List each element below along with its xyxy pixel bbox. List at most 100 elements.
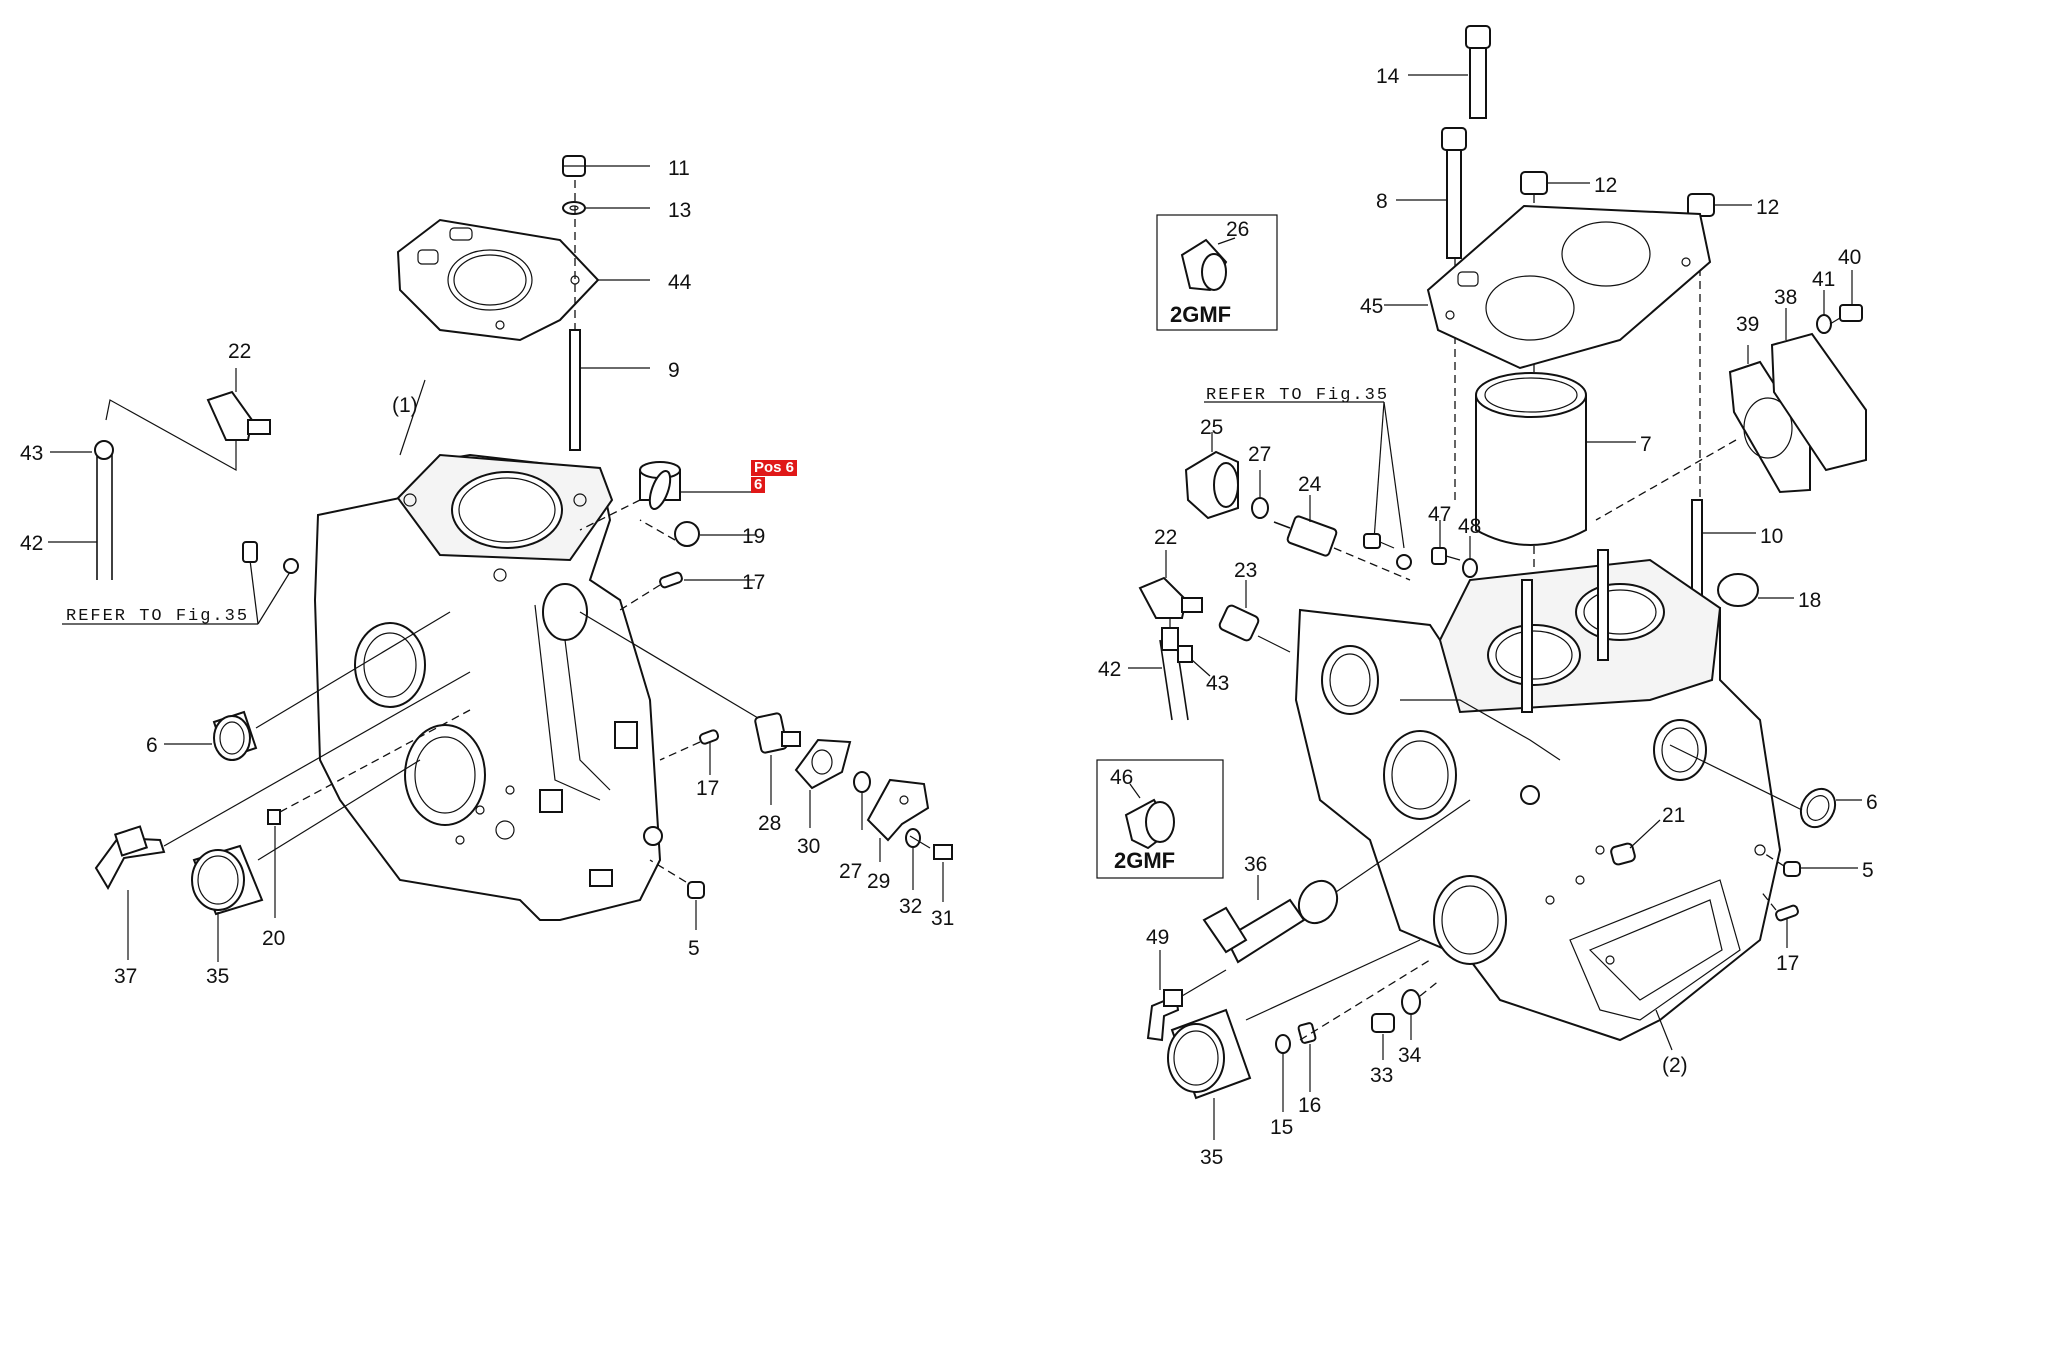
plug-16 [1297, 959, 1431, 1092]
pipe-42-right [1128, 627, 1211, 721]
label-22-right: 22 [1154, 526, 1177, 549]
washer-27-left [853, 771, 871, 830]
label-21: 21 [1662, 804, 1685, 827]
refer-note-right: REFER TO Fig.35 [1206, 386, 1389, 405]
label-49: 49 [1146, 926, 1169, 949]
box1-part-label: 26 [1226, 218, 1249, 241]
bolt-40 [1829, 270, 1863, 325]
label-6-right: 6 [1866, 791, 1878, 814]
label-29: 29 [867, 870, 890, 893]
plug-5-right [1761, 851, 1858, 877]
label-38: 38 [1774, 286, 1797, 309]
box1-model: 2GMF [1170, 302, 1231, 327]
sensor-part [105, 368, 271, 472]
bolt-31 [909, 835, 953, 902]
label-42-left: 42 [20, 532, 43, 555]
plug-21 [1610, 819, 1661, 866]
label-17-left-a: 17 [742, 571, 765, 594]
washer-34 [1401, 979, 1441, 1040]
tee-fitting-37 [94, 671, 471, 960]
label-27-left: 27 [839, 860, 862, 883]
pin-20 [267, 709, 471, 918]
label-14: 14 [1376, 65, 1400, 88]
elbow-49 [1146, 950, 1227, 1042]
label-45: 45 [1360, 295, 1383, 318]
label-43-right: 43 [1206, 672, 1229, 695]
shaft-36 [1202, 799, 1471, 964]
label-17-left-b: 17 [696, 777, 719, 800]
label-39: 39 [1736, 313, 1759, 336]
gasket-30 [794, 738, 852, 828]
position-highlight-number[interactable]: 6 [751, 477, 766, 493]
fitting-28 [579, 611, 801, 805]
position-highlight-title[interactable]: Pos 6 [751, 460, 798, 476]
box2-part-label: 46 [1110, 766, 1133, 789]
label-5-right: 5 [1862, 859, 1874, 882]
fitting-24 [1273, 495, 1411, 581]
plug-18 [1717, 573, 1794, 607]
label-12-b: 12 [1756, 196, 1779, 219]
label-30: 30 [797, 835, 820, 858]
label-13: 13 [668, 199, 691, 222]
label-16: 16 [1298, 1094, 1321, 1117]
label-24: 24 [1298, 473, 1322, 496]
label-10: 10 [1760, 525, 1783, 548]
label-44: 44 [668, 271, 692, 294]
refer-note-left: REFER TO Fig.35 [66, 607, 249, 626]
label-35-left: 35 [206, 965, 229, 988]
label-43-left: 43 [20, 442, 43, 465]
seal-6-right [1669, 744, 1862, 829]
label-7: 7 [1640, 433, 1652, 456]
label-17-right: 17 [1776, 952, 1799, 975]
plug-6-upper [579, 461, 755, 531]
label-23: 23 [1234, 559, 1257, 582]
label-28: 28 [758, 812, 781, 835]
right-assembly [1096, 25, 1867, 1140]
plug-19 [639, 519, 755, 547]
label-31: 31 [931, 907, 954, 930]
right-labels: 14 8 12 12 45 40 41 38 39 7 25 27 24 47 … [1098, 65, 1878, 1169]
right-refer-leader [1204, 401, 1412, 570]
cover-38 [1595, 308, 1867, 521]
nut-part [562, 155, 650, 177]
fitting-23 [1218, 580, 1291, 653]
inset-box-46 [1096, 759, 1224, 879]
label-41: 41 [1812, 268, 1835, 291]
pipe-part [48, 440, 114, 580]
label-42-right: 42 [1098, 658, 1121, 681]
sensor-22-right [1138, 550, 1203, 635]
gasket-part [396, 218, 650, 342]
washer-27-right [1251, 470, 1269, 519]
label-15: 15 [1270, 1116, 1293, 1139]
cover-29 [866, 778, 930, 862]
label-block-1: (1) [392, 394, 418, 417]
label-48: 48 [1458, 515, 1481, 538]
bolt-14 [1408, 25, 1491, 119]
label-6-left: 6 [146, 734, 158, 757]
label-47: 47 [1428, 503, 1451, 526]
cylinder-block-part [313, 379, 663, 921]
label-9: 9 [668, 359, 680, 382]
label-18: 18 [1798, 589, 1821, 612]
label-19: 19 [742, 525, 765, 548]
seal-6-lower [164, 611, 451, 761]
pin-17b [659, 729, 720, 775]
nut-12b [1687, 193, 1752, 500]
pin-17a [619, 571, 755, 611]
washer-41 [1816, 290, 1832, 334]
label-37: 37 [114, 965, 137, 988]
washer-part [562, 201, 650, 215]
washer-48 [1462, 536, 1478, 578]
plug-25 [1184, 432, 1239, 520]
bolt-47 [1431, 520, 1461, 565]
label-35-right: 35 [1200, 1146, 1223, 1169]
label-32: 32 [899, 895, 922, 918]
label-12-a: 12 [1594, 174, 1617, 197]
label-33: 33 [1370, 1064, 1393, 1087]
left-assembly [48, 155, 953, 962]
inset-box-26 [1156, 214, 1278, 331]
sleeve-35 [191, 759, 421, 962]
plug-5-left [649, 859, 705, 930]
label-5-left: 5 [688, 937, 700, 960]
